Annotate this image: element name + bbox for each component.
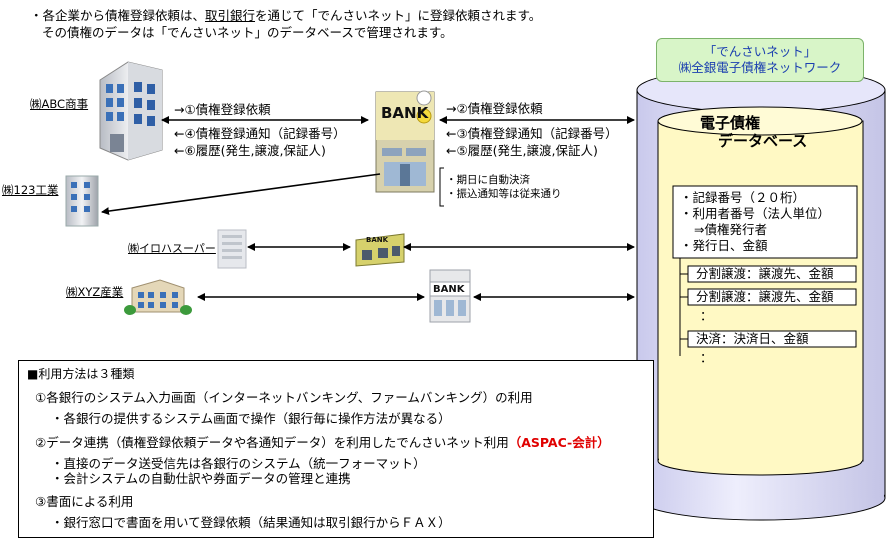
usage-method1: ①各銀行のシステム入力画面（インターネットバンキング、ファームバンキング）の利用 [35,390,533,405]
main-bank-label: BANK [381,104,429,122]
record-item4: ・発行日、金額 [680,238,768,253]
sub-record-3: 決済：決済日、金額 [696,331,809,346]
c123-building-image [65,175,99,227]
record-item2: ・利用者番号（法人単位） [680,206,831,221]
xyz-building-image [124,279,192,315]
usage-method2: ②データ連携（債権登録依頼データや各通知データ）を利用したでんさいネット利用（A… [35,435,610,450]
record-boxes [672,185,858,356]
xyz-bank-image [429,269,471,323]
usage-box: ■利用方法は３種類 ①各銀行のシステム入力画面（インターネットバンキング、ファー… [18,360,654,538]
intro-underlined-bank: 取引銀行 [205,8,256,23]
iroha-bank-label: BANK [366,236,389,244]
record-item1: ・記録番号（２０桁） [680,190,806,205]
usage-title: ■利用方法は３種類 [27,367,135,381]
usage-method2-sub1: ・直接のデータ送受信先は各銀行のシステム（統一フォーマット） [51,456,426,471]
arrow-bank-123 [101,173,381,216]
usage-method1-sub: ・各銀行の提供するシステム画面で操作（銀行毎に操作方法が異なる） [51,411,451,426]
usage-method3: ③書面による利用 [35,494,134,509]
xyz-bank-label: BANK [433,284,465,295]
ellipsis-2: ： [700,350,713,365]
flow-4: ←④債権登録通知（記録番号） [174,126,346,141]
db-title-line1: 電子債権 [700,114,761,132]
company-iroha: ㈱イロハスーパー [128,242,216,255]
intro-line2: その債権のデータは「でんさいネット」のデータベースで管理されます。 [42,25,453,40]
flow-5: ←⑤履歴(発生,譲渡,保証人) [446,143,598,158]
densai-header-line1: 「でんさいネット」 [703,44,817,59]
densai-header-line2: ㈱全銀電子債権ネットワーク [678,60,842,75]
record-item3: ⇒債権発行者 [694,222,767,237]
company-123: ㈱123工業 [2,183,59,197]
iroha-building-image [217,229,247,269]
main-bank-image [375,90,435,193]
ellipsis-1: ： [700,308,713,323]
bank-note-bracket [439,167,444,207]
iroha-bank-image [355,233,405,267]
bank-note-line2: ・振込通知等は従来通り [446,188,562,200]
intro-line1: ・各企業から債権登録依頼は、取引銀行を通じて「でんさいネット」に登録依頼されます… [30,8,542,23]
usage-method2-highlight: （ASPAC-会計） [508,435,610,450]
sub-record-1: 分割譲渡：譲渡先、金額 [696,266,834,281]
company-abc: ㈱ABC商事 [30,97,89,111]
usage-method3-sub: ・銀行窓口で書面を用いて登録依頼（結果通知は取引銀行からＦＡＸ） [51,515,451,530]
bank-note-line1: ・期日に自動決済 [446,174,530,186]
abc-building-image [99,61,163,161]
flow-6: ←⑥履歴(発生,譲渡,保証人) [174,143,326,158]
sub-record-2: 分割譲渡：譲渡先、金額 [696,289,834,304]
flow-1: →①債権登録依頼 [174,102,271,117]
usage-method2-sub2: ・会計システムの自動仕訳や券面データの管理と連携 [51,471,351,486]
flow-2: →②債権登録依頼 [446,101,543,116]
company-xyz: ㈱XYZ産業 [66,285,124,299]
flow-3: ←③債権登録通知（記録番号） [446,126,618,141]
densai-header: 「でんさいネット」 ㈱全銀電子債権ネットワーク [656,38,864,82]
db-title-line2: データベース [718,132,808,150]
